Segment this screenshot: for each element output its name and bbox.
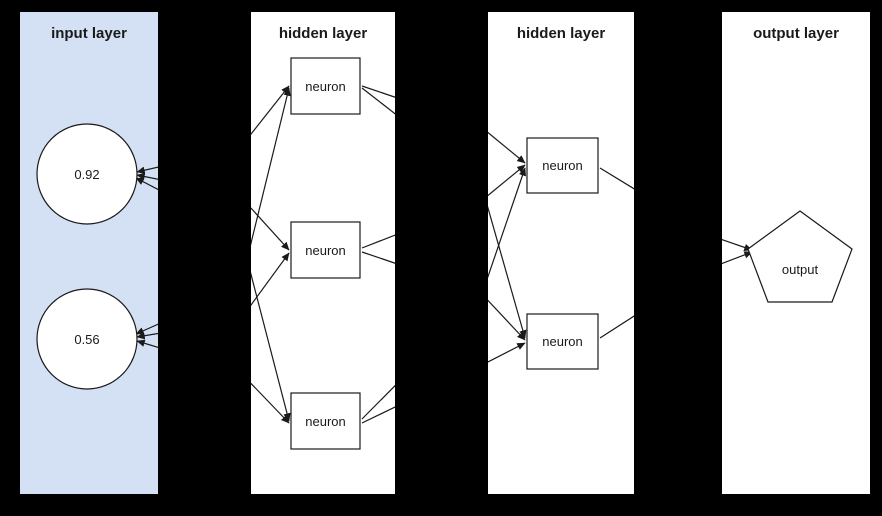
edge-h1n1-out-a — [361, 234, 395, 249]
neuron-box[interactable] — [290, 57, 361, 115]
neuron-box[interactable] — [290, 392, 361, 450]
edge-in0-h1n1 — [251, 207, 290, 251]
edge-h1n0-out-b — [361, 85, 395, 98]
edge-h1n0-h2n1 — [488, 205, 527, 339]
neuron-box[interactable] — [526, 137, 599, 194]
input-node-circle[interactable] — [36, 288, 138, 390]
edge-in1-h1n1 — [251, 252, 290, 306]
neuron-box[interactable] — [526, 313, 599, 370]
panel-title-output-layer: output layer — [753, 25, 839, 42]
input-node-value: 0.56 — [74, 332, 99, 347]
edge-h1n0-h2n0 — [488, 131, 526, 164]
panel-title-input-layer: input layer — [51, 25, 127, 42]
output-nodes: output — [747, 210, 853, 303]
edge-h2n0-output — [722, 238, 753, 251]
edge-in1-h1n0 — [251, 87, 291, 246]
hidden2-nodes: neuron neuron — [526, 137, 599, 370]
hidden1-neuron-2[interactable]: neuron — [290, 392, 361, 450]
edge-in0-h1n0 — [251, 85, 290, 136]
edge-h1n1-out-b — [361, 251, 395, 264]
edge-h2n0-out — [599, 167, 634, 190]
output-pentagon[interactable] — [747, 210, 853, 303]
edge-h1n2-out-a — [361, 384, 395, 420]
edge-input1-out-a — [135, 323, 158, 335]
edges-inside-input-panel — [135, 166, 158, 348]
edge-h2n1-output — [722, 251, 753, 265]
hidden1-neuron-0[interactable]: neuron — [290, 57, 361, 115]
edge-h1n1-h2n1 — [488, 299, 526, 341]
edge-h2n1-out — [599, 315, 634, 339]
edges-inside-output-panel — [722, 238, 753, 265]
edge-input1-out-c — [136, 339, 158, 348]
edge-input0-out-a — [136, 166, 158, 174]
panel-background-input-layer — [20, 12, 158, 494]
panel-title-hidden-layer-1: hidden layer — [279, 25, 368, 42]
neuron-label: neuron — [305, 79, 345, 94]
input-node-0[interactable]: 0.92 — [36, 123, 138, 225]
edge-h1n1-h2n0 — [488, 164, 526, 197]
edges-inside-hidden1-panel — [251, 85, 395, 424]
neuron-box[interactable] — [290, 221, 361, 279]
edge-in0-h1n2 — [251, 272, 291, 422]
panel-titles: input layer hidden layer hidden layer ou… — [51, 25, 839, 42]
edge-h1n2-h2n0 — [488, 167, 527, 279]
hidden1-neuron-1[interactable]: neuron — [290, 221, 361, 279]
neuron-label: neuron — [305, 243, 345, 258]
edge-in1-h1n2 — [251, 382, 290, 424]
neuron-label: neuron — [542, 334, 582, 349]
hidden1-nodes: neuron neuron neuron — [290, 57, 361, 450]
panel-background-hidden-layer-2 — [488, 12, 634, 494]
output-label: output — [782, 262, 819, 277]
edge-input0-out-b — [136, 172, 158, 181]
panel-title-hidden-layer-2: hidden layer — [517, 25, 606, 42]
edges-inside-hidden2-panel — [488, 131, 634, 363]
neuron-label: neuron — [305, 414, 345, 429]
input-node-circle[interactable] — [36, 123, 138, 225]
edge-input0-out-c — [135, 177, 158, 191]
edge-h1n0-out-a — [361, 87, 395, 115]
input-nodes: 0.92 0.56 — [36, 123, 138, 390]
edge-h1n2-out-b — [361, 406, 395, 424]
panel-backgrounds — [20, 12, 870, 494]
input-node-1[interactable]: 0.56 — [36, 288, 138, 390]
hidden2-neuron-0[interactable]: neuron — [526, 137, 599, 194]
edge-input1-out-b — [136, 332, 158, 340]
hidden2-neuron-1[interactable]: neuron — [526, 313, 599, 370]
output-node[interactable]: output — [747, 210, 853, 303]
edge-h1n2-h2n1 — [488, 342, 526, 363]
neuron-label: neuron — [542, 158, 582, 173]
input-node-value: 0.92 — [74, 167, 99, 182]
